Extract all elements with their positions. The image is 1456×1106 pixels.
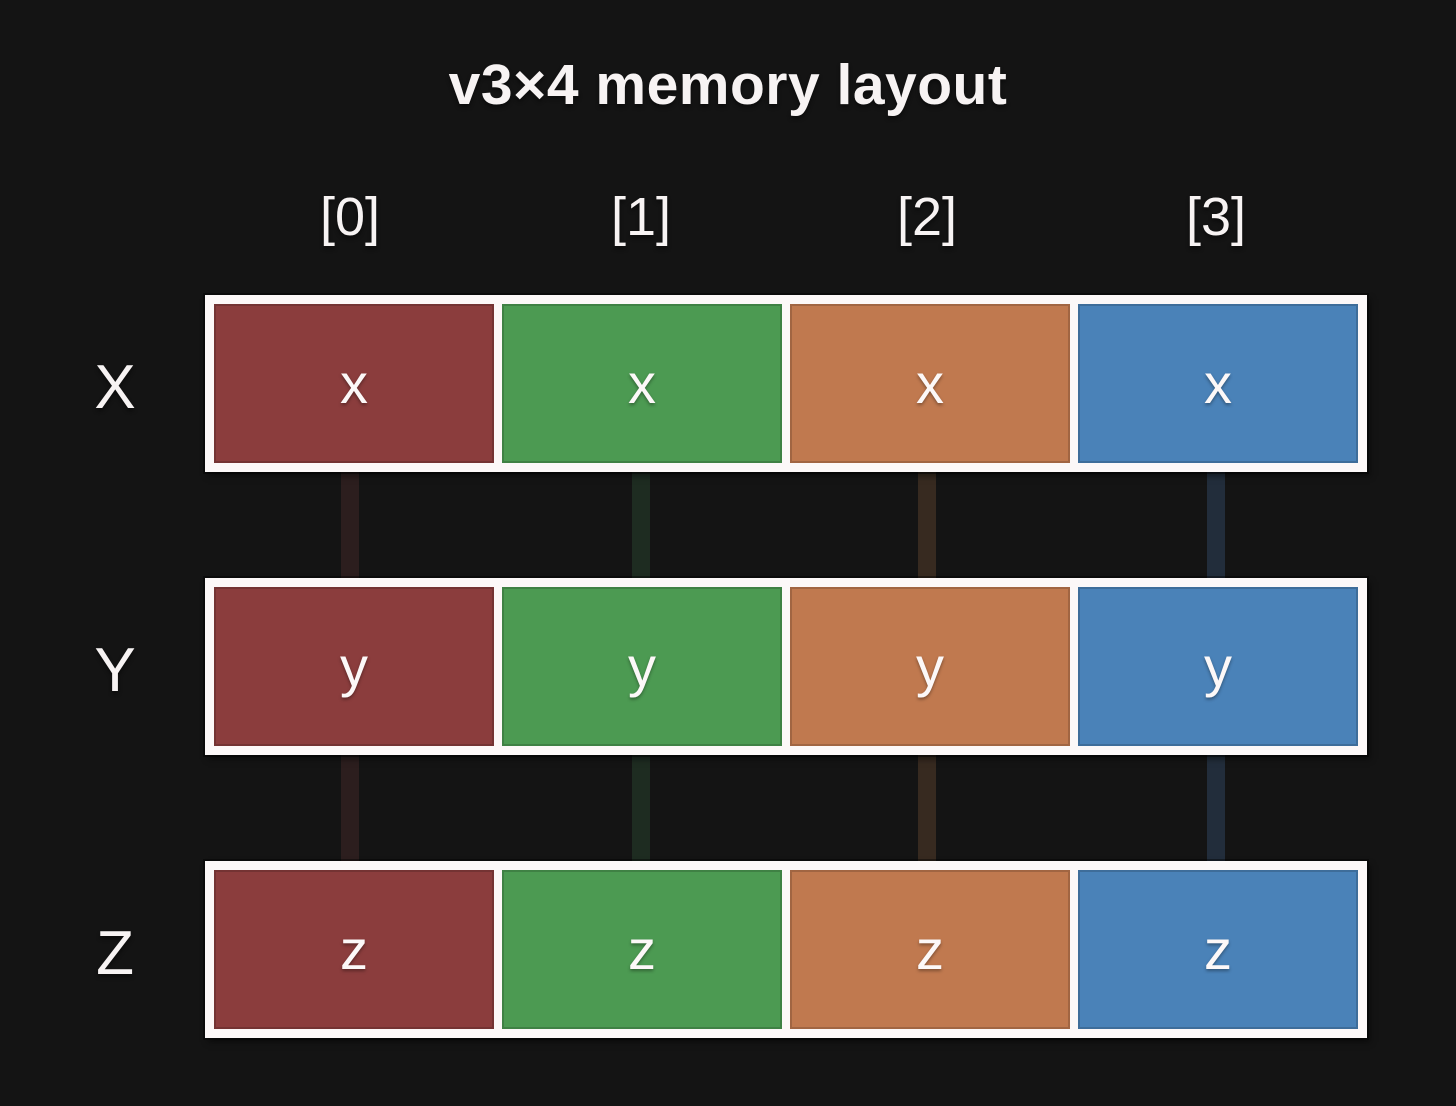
connector-line	[341, 468, 359, 582]
connector-line	[918, 468, 936, 582]
row-x: x x x x	[205, 295, 1367, 472]
row-y: y y y y	[205, 578, 1367, 755]
cell-y1: y	[502, 587, 782, 746]
cell-value: z	[628, 918, 656, 981]
cell-z0: z	[214, 870, 494, 1029]
cell-value: x	[916, 352, 944, 415]
cell-z1: z	[502, 870, 782, 1029]
cell-value: x	[340, 352, 368, 415]
connector-line	[632, 468, 650, 582]
connector-line	[1207, 751, 1225, 865]
column-header-2: [2]	[896, 187, 958, 247]
cell-y0: y	[214, 587, 494, 746]
cell-x1: x	[502, 304, 782, 463]
cell-value: x	[1204, 352, 1232, 415]
diagram-title: v3×4 memory layout	[448, 53, 1008, 117]
cell-value: y	[1204, 635, 1232, 698]
cell-y2: y	[790, 587, 1070, 746]
row-label-z: Z	[96, 919, 134, 988]
cell-value: z	[340, 918, 368, 981]
connector-line	[1207, 468, 1225, 582]
cell-y3: y	[1078, 587, 1358, 746]
connector-line	[918, 751, 936, 865]
cell-value: y	[916, 635, 944, 698]
cell-z3: z	[1078, 870, 1358, 1029]
cell-value: z	[916, 918, 944, 981]
cell-value: y	[340, 635, 368, 698]
cell-x2: x	[790, 304, 1070, 463]
row-label-y: Y	[94, 636, 136, 705]
cell-x0: x	[214, 304, 494, 463]
cell-z2: z	[790, 870, 1070, 1029]
row-z: z z z z	[205, 861, 1367, 1038]
column-header-1: [1]	[610, 187, 672, 247]
connector-line	[632, 751, 650, 865]
cell-value: x	[628, 352, 656, 415]
column-header-0: [0]	[319, 187, 381, 247]
column-header-3: [3]	[1185, 187, 1247, 247]
connector-line	[341, 751, 359, 865]
cell-x3: x	[1078, 304, 1358, 463]
cell-value: y	[628, 635, 656, 698]
cell-value: z	[1204, 918, 1232, 981]
row-label-x: X	[94, 353, 136, 422]
